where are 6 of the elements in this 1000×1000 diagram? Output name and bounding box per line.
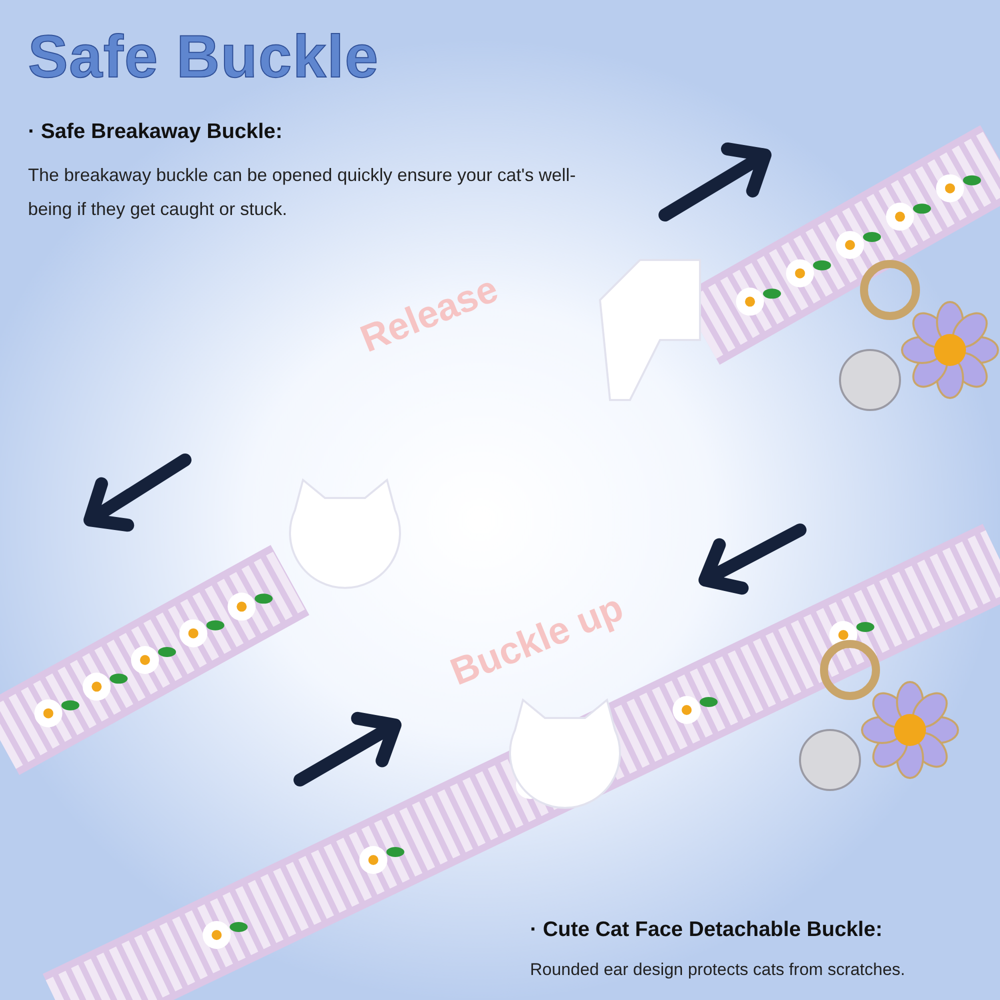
heading: · Safe Breakaway Buckle: — [28, 120, 282, 144]
description: Rounded ear design protects cats from scratches. — [530, 960, 906, 980]
description: The breakaway buckle can be opened quickly ensure your cat's well-being if they get caught or stuck. — [28, 164, 577, 221]
buckle-up-label: Buckle up — [445, 586, 630, 695]
title: Safe Buckle — [28, 22, 380, 91]
heading: · Cute Cat Face Detachable Buckle: — [530, 918, 882, 942]
